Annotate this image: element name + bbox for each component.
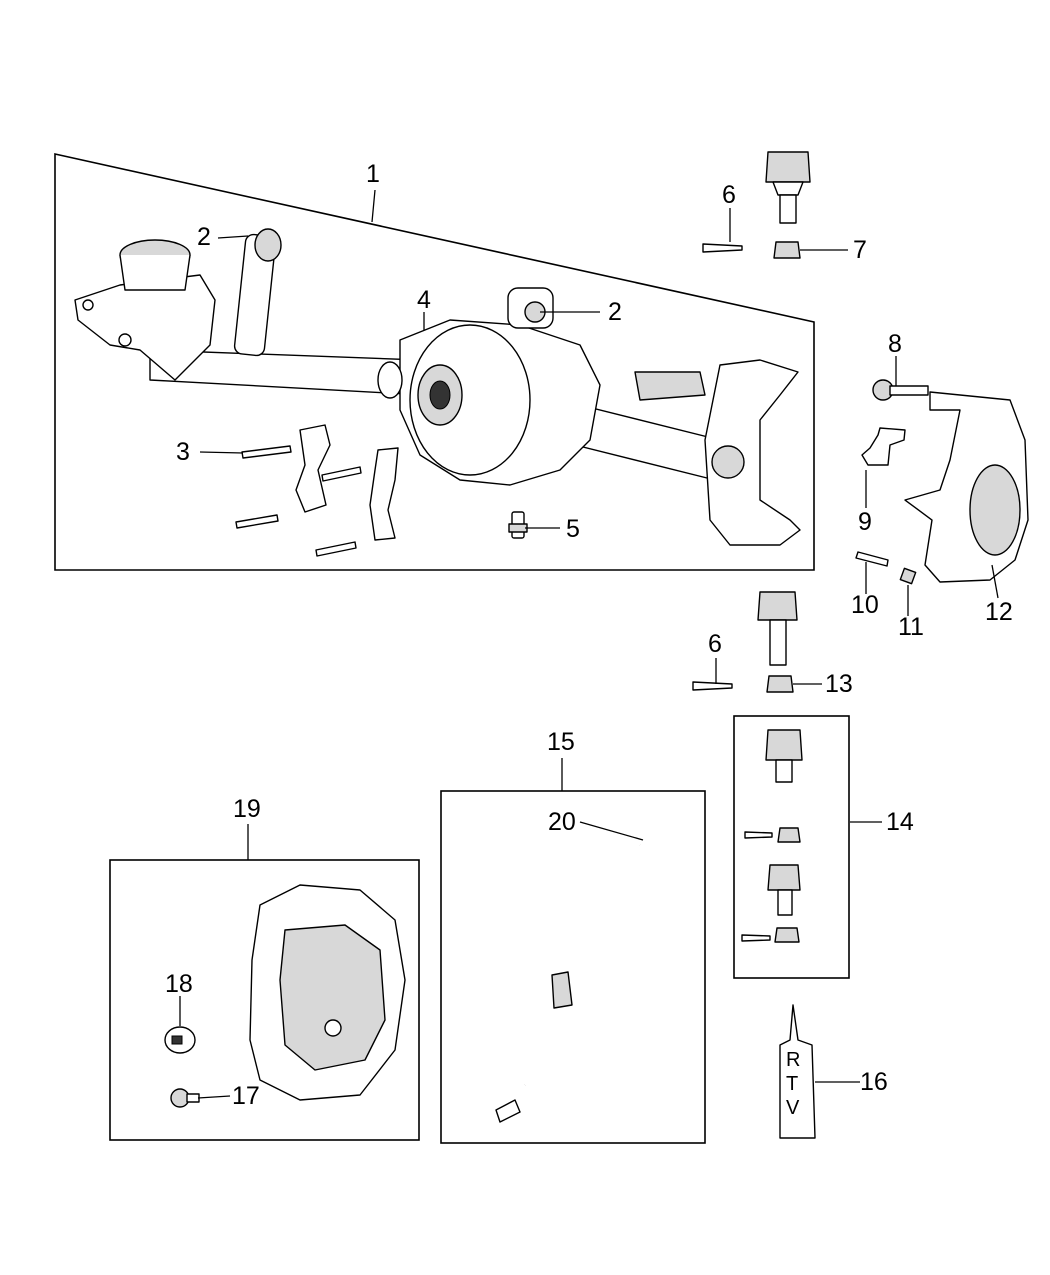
callout-6-lower: 6 <box>708 630 722 658</box>
callout-18: 18 <box>165 970 193 998</box>
callout-2-right: 2 <box>608 298 622 326</box>
cap-bolts <box>235 445 362 557</box>
knuckle-bolt <box>872 379 929 401</box>
fill-plug <box>164 1026 196 1054</box>
bearing-cap-left <box>295 424 331 513</box>
callout-16: 16 <box>860 1068 888 1096</box>
callout-20: 20 <box>548 808 576 836</box>
castle-nut-lower <box>766 675 794 693</box>
upper-ball-joint <box>765 151 811 224</box>
cotter-pin-lower <box>692 681 733 691</box>
ball-joint-kit-contents <box>741 729 803 943</box>
axle-housing <box>74 239 801 546</box>
small-bolt <box>855 551 889 567</box>
rtv-tube: R T V <box>779 1004 816 1139</box>
callout-13: 13 <box>825 670 853 698</box>
rtv-letter-r: R <box>786 1049 800 1071</box>
callout-12: 12 <box>985 598 1013 626</box>
lower-ball-joint <box>757 591 798 666</box>
ball-joint-kit-box <box>733 715 850 979</box>
cover-bolt <box>170 1088 200 1108</box>
callout-17: 17 <box>232 1082 260 1110</box>
callout-10: 10 <box>851 591 879 619</box>
control-arm-link <box>233 228 282 357</box>
vent-hose-kit-box <box>440 790 706 1144</box>
callout-5: 5 <box>566 515 580 543</box>
rtv-letter-t: T <box>786 1073 798 1095</box>
callout-4: 4 <box>417 286 431 314</box>
axle-vent <box>508 511 528 539</box>
cotter-pin-upper <box>702 243 743 253</box>
cover-kit-box <box>109 859 420 1141</box>
castle-nut-upper <box>773 241 801 259</box>
callout-3: 3 <box>176 438 190 466</box>
callout-9: 9 <box>858 508 872 536</box>
callout-7: 7 <box>853 236 867 264</box>
bracket <box>861 427 906 466</box>
knuckle-bore <box>969 464 1021 556</box>
leader-lines <box>179 189 999 1099</box>
callout-14: 14 <box>886 808 914 836</box>
vent-hose <box>495 844 652 1123</box>
diff-cover <box>249 884 406 1101</box>
callout-labels: 1 2 2 3 4 5 6 7 8 9 10 11 12 6 13 14 15 … <box>165 160 1013 1110</box>
callout-19: 19 <box>233 795 261 823</box>
callout-2-left: 2 <box>197 223 211 251</box>
callout-6-upper: 6 <box>722 181 736 209</box>
rtv-letter-v: V <box>786 1097 800 1119</box>
bearing-cap-right <box>369 447 399 541</box>
callout-15: 15 <box>547 728 575 756</box>
callout-1: 1 <box>366 160 380 188</box>
small-nut <box>899 567 917 585</box>
callout-11: 11 <box>898 613 924 641</box>
axle-assembly-panel <box>54 153 815 571</box>
callout-8: 8 <box>888 330 902 358</box>
